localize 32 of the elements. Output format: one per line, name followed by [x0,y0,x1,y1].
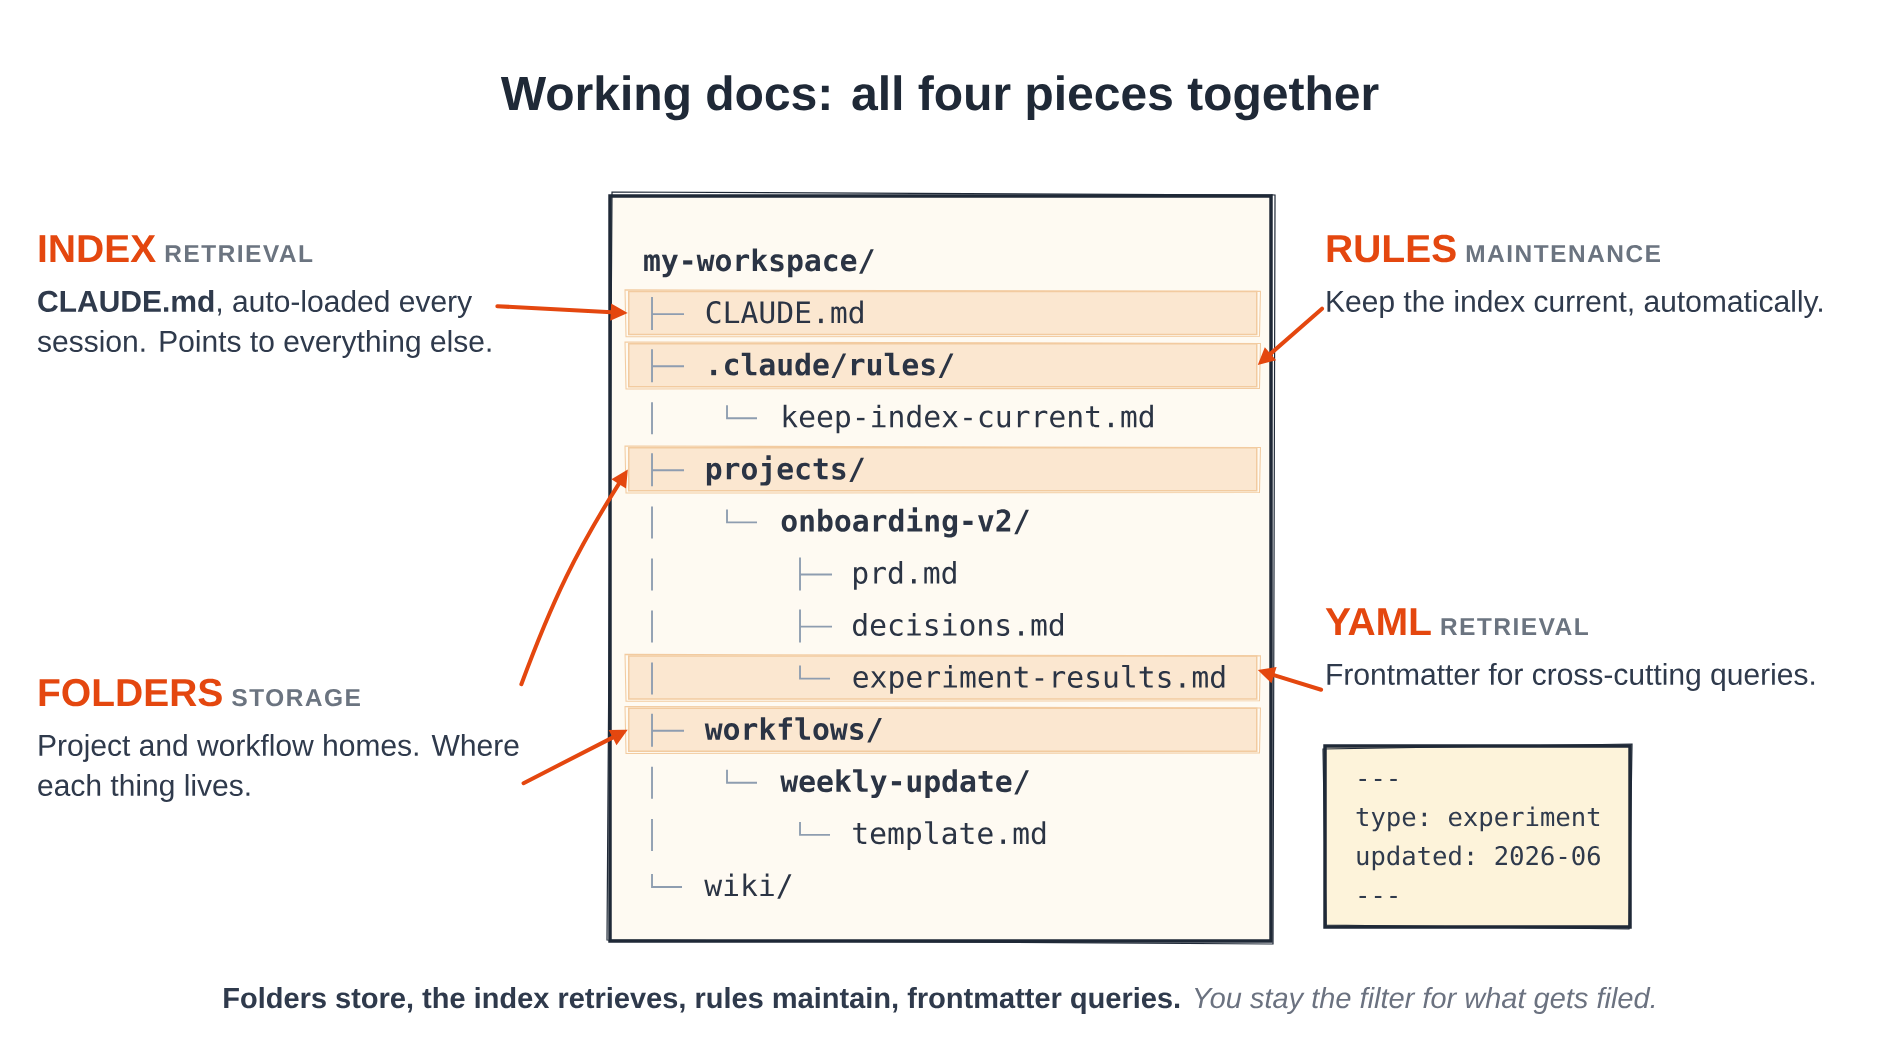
tree-entry: wiki/ [651,873,792,899]
code-line: --- [1359,895,1397,898]
tree-entry: decisions.md [651,608,1063,644]
category-tag: MAINTENANCE [1466,244,1660,263]
tree-entry: weekly-update/ [651,765,1029,800]
annotation-text: Project and workflow homes. Where each thing lives. [38,734,519,802]
highlighted-row: workflows/ [624,705,1262,754]
annotation-heading: YAML [1325,608,1431,635]
highlighted-row: projects/ [624,445,1262,494]
annotation-heading: RULES [1327,234,1456,263]
tree-entry: prd.md [651,556,956,592]
category-tag: RETRIEVAL [1441,618,1588,635]
code-line: --- [1359,778,1397,781]
tree-entry: keep-index-current.md [651,401,1153,436]
code-line: type: experiment [1356,806,1600,832]
code-line: updated: 2026-06 [1357,845,1600,871]
tree-entry: onboarding-v2/ [651,505,1029,540]
annotation-text: Frontmatter for cross-cutting queries. [1327,663,1815,691]
category-tag: RETRIEVAL [165,245,313,262]
tree-entry: template.md [651,817,1046,852]
annotation-text: CLAUDE.md, auto-loaded every session. Points to everything else. [37,290,491,358]
caption: Folders store, the index retrieves, rules maintain, frontmatter queries. You stay the filter for what gets filed. [224,987,1655,1014]
annotation-text: Keep the index current, automatically. [1327,290,1822,318]
annotation-heading: INDEX [39,235,156,262]
folder-name: my-workspace/ [644,248,874,278]
code-box [1322,743,1633,930]
category-tag: STORAGE [232,688,360,707]
title: Working docs: all four pieces together [500,75,1379,121]
annotation-heading: FOLDERS [39,678,222,707]
highlighted-row: .claude/rules/ [624,341,1262,390]
highlighted-row: experiment-results.md [624,653,1262,702]
highlighted-row: CLAUDE.md [624,289,1262,338]
